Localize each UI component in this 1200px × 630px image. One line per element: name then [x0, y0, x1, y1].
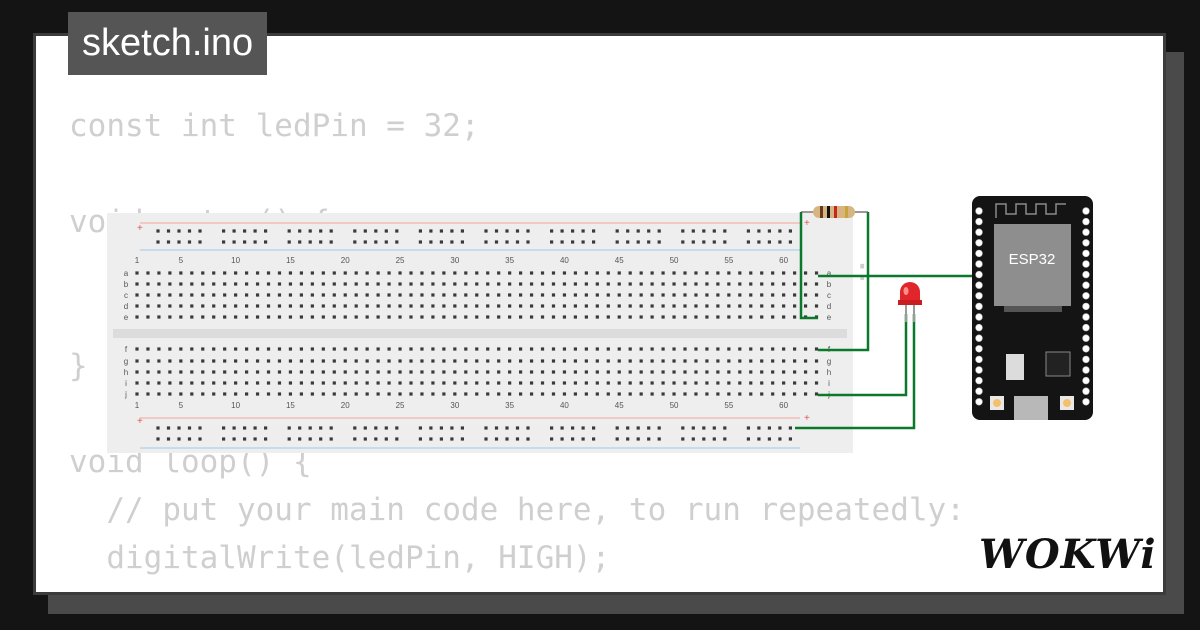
file-title-tab[interactable]: sketch.ino: [68, 12, 268, 75]
rail-plus-top-left: +: [137, 223, 143, 234]
row-letter: c: [124, 291, 128, 300]
row-letter: h: [827, 368, 831, 377]
row-letter: d: [827, 302, 831, 311]
column-number: 45: [615, 401, 624, 410]
column-number: 10: [231, 401, 240, 410]
column-number: 35: [505, 256, 514, 265]
rail-plus-bottom-right: +: [804, 413, 810, 424]
row-letter: e: [827, 313, 832, 322]
wokwi-logo: WOKWi: [979, 531, 1155, 578]
column-number: 45: [615, 256, 624, 265]
row-letter: a: [124, 269, 129, 278]
code-line: digitalWrite(ledPin, HIGH);: [69, 540, 611, 576]
rail-plus-bottom-left: +: [137, 416, 143, 427]
row-letter: c: [827, 291, 831, 300]
code-line: }: [69, 348, 88, 384]
row-letter: b: [124, 280, 129, 289]
rail-plus-top-right: +: [804, 218, 810, 229]
power-rail-lines: [140, 222, 800, 449]
column-number: 5: [179, 256, 184, 265]
wires: [795, 212, 976, 430]
column-number: 50: [670, 256, 679, 265]
column-number: 60: [779, 256, 788, 265]
column-number: 25: [396, 256, 405, 265]
row-letter: g: [124, 357, 128, 366]
column-number: 50: [670, 401, 679, 410]
column-number: 1: [135, 401, 140, 410]
esp32-board[interactable]: [972, 196, 1093, 420]
row-letter: h: [124, 368, 128, 377]
row-letter: i: [125, 379, 127, 388]
column-number: 25: [396, 401, 405, 410]
column-number: 30: [450, 256, 459, 265]
row-letter: a: [827, 269, 832, 278]
breadboard-center-channel: [113, 329, 847, 338]
row-letter: b: [827, 280, 832, 289]
column-number: 10: [231, 256, 240, 265]
code-line: // put your main code here, to run repea…: [69, 492, 965, 528]
column-number: 60: [779, 401, 788, 410]
column-number: 1: [135, 256, 140, 265]
column-number: 30: [450, 401, 459, 410]
row-letter: d: [124, 302, 128, 311]
column-number: 5: [179, 401, 184, 410]
column-number: 55: [724, 256, 733, 265]
column-number: 35: [505, 401, 514, 410]
red-led[interactable]: [898, 282, 922, 322]
column-number: 55: [724, 401, 733, 410]
row-letter: f: [125, 345, 128, 354]
column-number: 15: [286, 256, 295, 265]
column-number: 20: [341, 256, 350, 265]
row-letter: j: [124, 390, 127, 399]
code-line: const int ledPin = 32;: [69, 108, 480, 144]
code-line: delay(1000);: [69, 582, 965, 592]
column-number: 40: [560, 401, 569, 410]
resistor[interactable]: [801, 206, 868, 218]
breadboard-holes: [135, 229, 819, 441]
esp32-pin-headers: [975, 207, 1090, 406]
row-letter: i: [828, 379, 830, 388]
column-number: 20: [341, 401, 350, 410]
esp32-chip-label: ESP32: [1009, 251, 1056, 268]
wokwi-logo-text: WOKWi: [979, 531, 1155, 578]
column-number: 15: [286, 401, 295, 410]
row-letter: e: [124, 313, 129, 322]
row-letter: g: [827, 357, 831, 366]
column-number: 40: [560, 256, 569, 265]
